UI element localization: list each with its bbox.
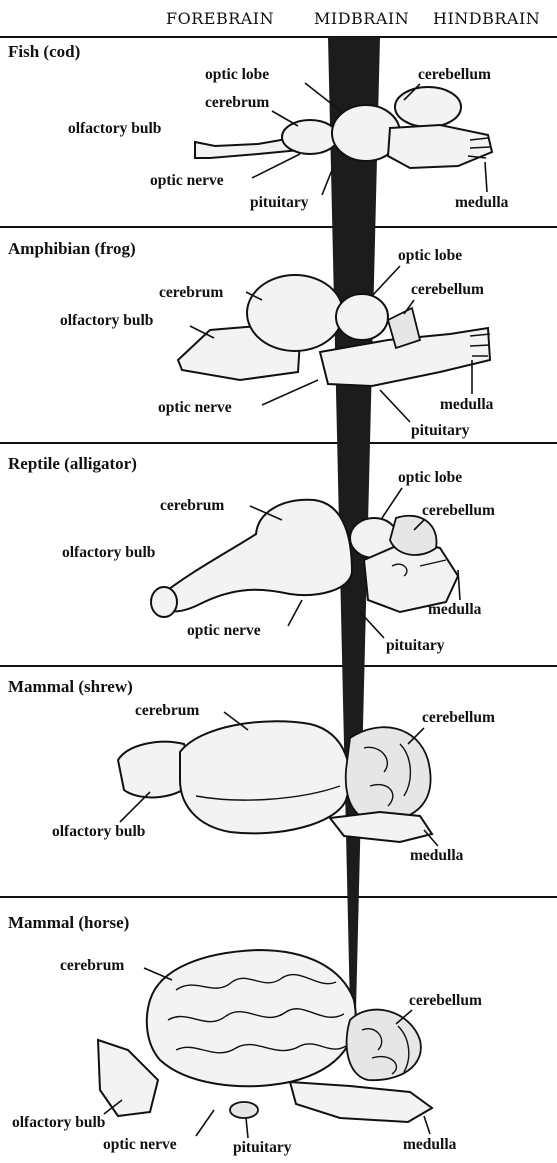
- frog-label-optic-lobe: optic lobe: [398, 247, 462, 264]
- horse-section: Mammal (horse) cerebrum cerebellum olfac…: [8, 913, 482, 1156]
- shrew-medulla-shape: [330, 812, 432, 842]
- reptile-olfactory-bulb-shape: [151, 587, 177, 617]
- section-title-shrew: Mammal (shrew): [8, 677, 133, 696]
- fish-cerebellum-shape: [395, 87, 461, 127]
- reptile-label-medulla: medulla: [428, 601, 482, 618]
- shrew-leader-olfactory-bulb: [120, 792, 150, 822]
- reptile-section: Reptile (alligator) optic lobe cerebrum …: [8, 454, 495, 654]
- shrew-label-medulla: medulla: [410, 847, 464, 864]
- shrew-label-cerebrum: cerebrum: [135, 702, 199, 719]
- frog-leader-optic-nerve: [262, 380, 318, 405]
- horse-label-medulla: medulla: [403, 1136, 457, 1153]
- horse-brain: [98, 950, 432, 1122]
- horse-pituitary-shape: [230, 1102, 258, 1118]
- horse-olfactory-bulb-shape: [98, 1040, 158, 1116]
- section-title-fish: Fish (cod): [8, 42, 80, 61]
- frog-label-cerebellum: cerebellum: [411, 281, 484, 298]
- fish-label-pituitary: pituitary: [250, 194, 309, 211]
- section-title-horse: Mammal (horse): [8, 913, 129, 932]
- header-hindbrain: HINDBRAIN: [433, 9, 540, 28]
- fish-label-cerebellum: cerebellum: [418, 66, 491, 83]
- reptile-label-pituitary: pituitary: [386, 637, 445, 654]
- horse-leader-optic-nerve: [196, 1110, 214, 1136]
- frog-label-cerebrum: cerebrum: [159, 284, 223, 301]
- header-forebrain: FOREBRAIN: [166, 9, 274, 28]
- fish-leader-optic-nerve: [252, 154, 300, 178]
- horse-label-pituitary: pituitary: [233, 1139, 292, 1156]
- reptile-label-cerebrum: cerebrum: [160, 497, 224, 514]
- header-midbrain: MIDBRAIN: [314, 9, 409, 28]
- horse-label-cerebrum: cerebrum: [60, 957, 124, 974]
- shrew-label-cerebellum: cerebellum: [422, 709, 495, 726]
- reptile-leader-medulla: [458, 570, 460, 600]
- fish-leader-pituitary: [322, 170, 332, 195]
- section-title-reptile: Reptile (alligator): [8, 454, 137, 473]
- fish-leader-cerebrum: [272, 111, 298, 126]
- shrew-cerebellum-shape: [346, 727, 431, 822]
- frog-cerebrum-shape: [247, 275, 343, 351]
- frog-label-pituitary: pituitary: [411, 422, 470, 439]
- reptile-leader-optic-lobe: [382, 488, 402, 518]
- horse-cerebellum-shape: [347, 1010, 421, 1081]
- frog-label-medulla: medulla: [440, 396, 494, 413]
- reptile-label-olfactory-bulb: olfactory bulb: [62, 544, 155, 561]
- reptile-label-cerebellum: cerebellum: [422, 502, 495, 519]
- fish-label-optic-lobe: optic lobe: [205, 66, 269, 83]
- frog-leader-pituitary: [380, 390, 410, 422]
- fish-leader-medulla: [485, 162, 487, 192]
- horse-leader-pituitary: [246, 1118, 248, 1138]
- reptile-label-optic-nerve: optic nerve: [187, 622, 261, 639]
- horse-medulla-shape: [290, 1082, 432, 1122]
- horse-leader-medulla: [424, 1116, 430, 1134]
- frog-label-olfactory-bulb: olfactory bulb: [60, 312, 153, 329]
- shrew-brain: [118, 721, 432, 842]
- frog-leader-optic-lobe: [372, 266, 400, 296]
- fish-label-cerebrum: cerebrum: [205, 94, 269, 111]
- shrew-cerebrum-shape: [180, 721, 350, 833]
- horse-label-olfactory-bulb: olfactory bulb: [12, 1114, 105, 1131]
- shrew-label-olfactory-bulb: olfactory bulb: [52, 823, 145, 840]
- section-title-frog: Amphibian (frog): [8, 239, 136, 258]
- frog-section: Amphibian (frog) optic lobe cerebrum cer…: [8, 239, 494, 439]
- reptile-label-optic-lobe: optic lobe: [398, 469, 462, 486]
- fish-label-optic-nerve: optic nerve: [150, 172, 224, 189]
- fish-label-olfactory-bulb: olfactory bulb: [68, 120, 161, 137]
- fish-medulla-shape: [388, 125, 492, 168]
- horse-label-optic-nerve: optic nerve: [103, 1136, 177, 1153]
- reptile-brain: [151, 500, 458, 617]
- reptile-leader-optic-nerve: [288, 600, 302, 626]
- reptile-cerebellum-shape: [390, 516, 437, 555]
- frog-optic-lobe-shape: [336, 294, 388, 340]
- shrew-section: Mammal (shrew) cerebrum cerebellum olfac…: [8, 677, 495, 864]
- fish-cerebrum-shape: [282, 120, 338, 154]
- reptile-cerebrum-shape: [160, 500, 352, 612]
- frog-label-optic-nerve: optic nerve: [158, 399, 232, 416]
- horse-cerebrum-shape: [147, 950, 356, 1086]
- horse-label-cerebellum: cerebellum: [409, 992, 482, 1009]
- fish-section: Fish (cod) optic lobe cerebellum cerebru…: [8, 42, 509, 211]
- fish-label-medulla: medulla: [455, 194, 509, 211]
